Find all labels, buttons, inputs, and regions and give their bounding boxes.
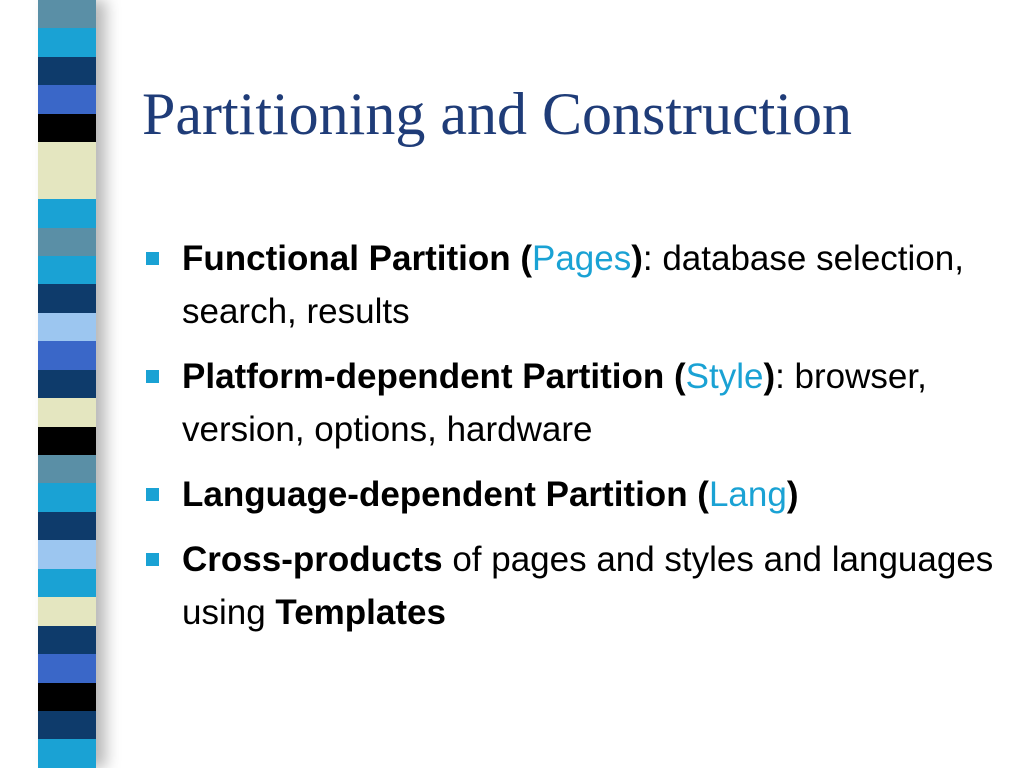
- strip-segment: [38, 682, 96, 711]
- strip-segment: [38, 312, 96, 342]
- strip-segment: [38, 597, 96, 626]
- decorative-striped-bar: [38, 0, 96, 768]
- square-bullet-icon: [146, 553, 159, 566]
- strip-segment: [38, 284, 96, 313]
- strip-segment: [38, 341, 96, 370]
- bullet-heading: Platform-dependent Partition (: [182, 357, 686, 396]
- strip-segment: [38, 199, 96, 228]
- bullet-heading-close: ): [631, 239, 643, 278]
- strip-segment: [38, 483, 96, 512]
- bullet-heading: Functional Partition (: [182, 239, 532, 278]
- bullet-description: of pages and styles and languages using: [182, 540, 994, 632]
- strip-segment: [38, 56, 96, 86]
- slide-title: Partitioning and Construction: [142, 81, 852, 147]
- strip-segment: [38, 625, 96, 655]
- bullet-language-partition: Language-dependent Partition (Lang): [142, 468, 1002, 521]
- bullet-list: Functional Partition (Pages): database s…: [142, 232, 1002, 651]
- bullet-heading-close: ): [763, 357, 776, 396]
- bullet-description: : database selection, search, results: [182, 239, 964, 331]
- strip-segment: [38, 227, 96, 256]
- square-bullet-icon: [146, 488, 159, 501]
- strip-segment: [38, 455, 96, 484]
- strip-segment: [38, 28, 96, 57]
- strip-segment: [38, 739, 96, 768]
- strip-segment: [38, 369, 96, 399]
- bullet-functional-partition: Functional Partition (Pages): database s…: [142, 232, 1002, 338]
- bullet-heading-close: ): [786, 475, 799, 514]
- bullet-heading: Cross-products: [182, 540, 443, 579]
- strip-segment: [38, 710, 96, 740]
- bullet-keyword: Pages: [531, 239, 632, 278]
- bullet-description: : browser, version, options, hardware: [182, 357, 927, 449]
- strip-segment: [38, 142, 96, 171]
- strip-segment: [38, 255, 96, 285]
- strip-segment: [38, 568, 96, 598]
- bullet-cross-products: Cross-products of pages and styles and l…: [142, 533, 1002, 639]
- strip-segment: [38, 426, 96, 455]
- strip-segment: [38, 540, 96, 569]
- bullet-keyword: Lang: [708, 475, 787, 514]
- strip-segment: [38, 511, 96, 541]
- strip-segment: [38, 654, 96, 683]
- bullet-platform-partition: Platform-dependent Partition (Style): br…: [142, 350, 1002, 456]
- square-bullet-icon: [146, 252, 159, 265]
- strip-segment: [38, 398, 96, 427]
- strip-segment: [38, 85, 96, 114]
- bullet-emphasis: Templates: [275, 593, 446, 632]
- strip-segment: [38, 170, 96, 200]
- square-bullet-icon: [146, 370, 159, 383]
- bullet-keyword: Style: [685, 357, 764, 396]
- strip-segment: [38, 113, 96, 143]
- bullet-heading: Language-dependent Partition (: [182, 475, 709, 514]
- strip-segment: [38, 0, 96, 29]
